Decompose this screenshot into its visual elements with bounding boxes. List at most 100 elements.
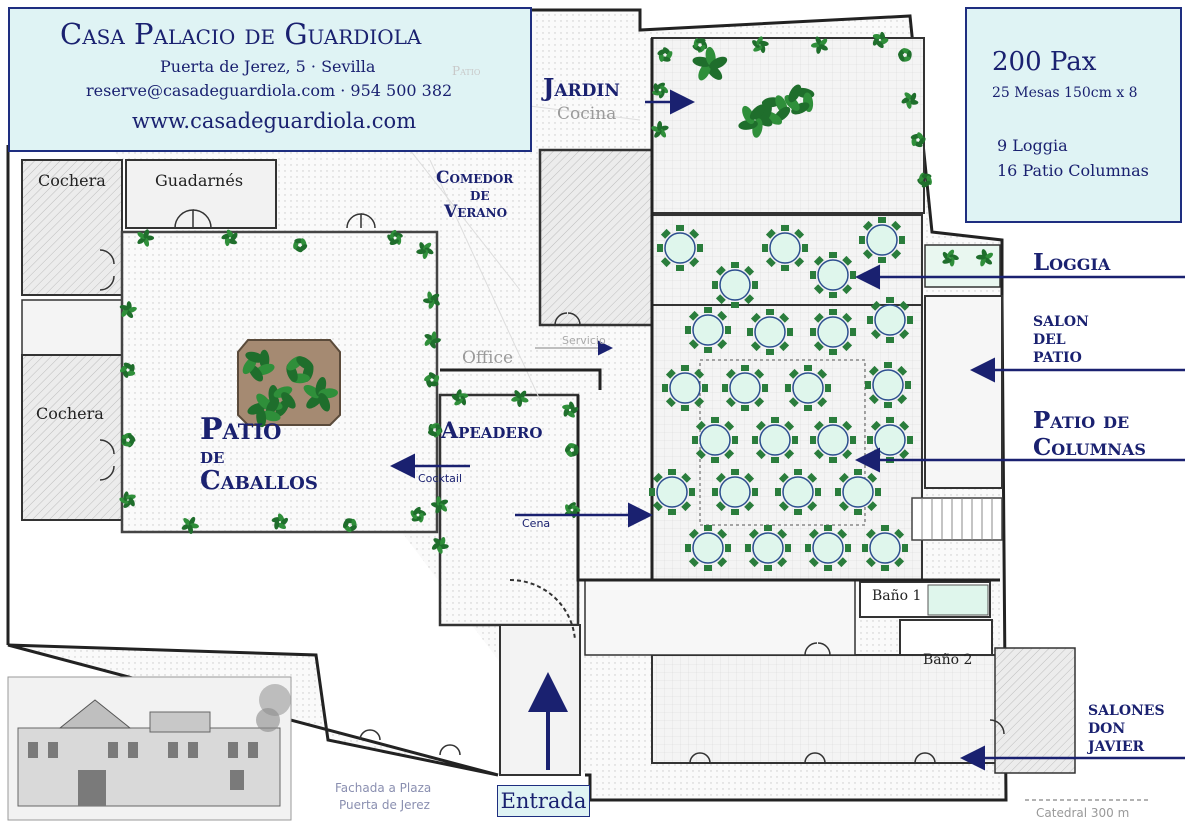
plant-icon xyxy=(121,432,136,448)
patio-caballos xyxy=(120,230,439,534)
round-table-icon xyxy=(722,365,768,411)
tables-spec: 25 Mesas 150cm x 8 xyxy=(992,85,1138,101)
doors xyxy=(99,209,1005,764)
plant-icon xyxy=(431,536,449,554)
capacity-box: 200 Pax 25 Mesas 150cm x 8 9 Loggia 16 P… xyxy=(965,7,1182,223)
plant-icon xyxy=(410,506,427,523)
plant-icon xyxy=(752,36,769,54)
label-salones-2: DON xyxy=(1088,721,1126,737)
label-guadarnes: Guadarnés xyxy=(155,171,244,190)
plant-icon xyxy=(917,172,932,188)
stairs xyxy=(911,497,1003,541)
plant-icon xyxy=(424,372,440,388)
plant-icon xyxy=(872,31,889,49)
apeadero-area xyxy=(438,393,580,627)
label-cocktail: Cocktail xyxy=(418,472,462,485)
plant-icon xyxy=(271,513,289,530)
label-cochera-top: Cochera xyxy=(38,171,106,190)
label-comedor: Comedor xyxy=(436,168,514,188)
label-patio-faded: Patio xyxy=(452,64,481,78)
round-table-icon xyxy=(810,252,856,298)
round-table-icon xyxy=(685,307,731,353)
plant-icon xyxy=(422,291,440,309)
salones-don-javier xyxy=(651,654,998,764)
plant-icon xyxy=(424,331,441,349)
label-salon-patio-3: PATIO xyxy=(1033,350,1082,366)
round-table-icon xyxy=(762,225,808,271)
salon-del-patio xyxy=(924,295,1003,489)
label-salones-1: SALONES xyxy=(1088,703,1165,719)
plant-icon xyxy=(901,92,919,109)
loggia-count: 9 Loggia xyxy=(997,136,1068,155)
plant-icon xyxy=(942,249,959,267)
plant-icon xyxy=(242,349,275,382)
entrada-label[interactable]: Entrada xyxy=(497,785,590,817)
fachada-line-1: Fachada a Plaza xyxy=(335,781,432,795)
plant-icon xyxy=(738,104,773,138)
plant-icon xyxy=(651,120,669,138)
round-table-icon xyxy=(810,417,856,463)
round-table-icon xyxy=(865,362,911,408)
label-comedor-verano: Verano xyxy=(444,202,508,222)
round-table-icon xyxy=(657,225,703,271)
label-office: Office xyxy=(462,348,514,368)
round-table-icon xyxy=(862,525,908,571)
patio-count: 16 Patio Columnas xyxy=(997,161,1149,180)
venue-info-box: Casa Palacio de Guardiola Puerta de Jere… xyxy=(8,7,532,152)
plant-icon xyxy=(387,229,403,246)
venue-contact[interactable]: reserve@casadeguardiola.com · 954 500 38… xyxy=(86,81,453,100)
round-table-icon xyxy=(775,469,821,515)
plant-icon xyxy=(431,496,449,514)
plant-icon xyxy=(247,393,281,428)
label-patio-columnas-2: Columnas xyxy=(1033,434,1146,461)
facade-sketch-icon xyxy=(7,676,292,821)
plant-icon xyxy=(652,82,669,99)
label-comedor-de: de xyxy=(470,185,490,205)
label-salon-patio-2: DEL xyxy=(1033,332,1066,348)
plant-icon xyxy=(564,443,579,457)
plant-icon xyxy=(119,491,136,508)
arrow-icon xyxy=(390,89,1185,771)
label-salones-3: JAVIER xyxy=(1088,739,1145,755)
label-loggia: Loggia xyxy=(1033,249,1111,276)
plant-icon xyxy=(137,229,155,247)
plant-icon xyxy=(975,249,994,267)
venue-address: Puerta de Jerez, 5 · Sevilla xyxy=(160,57,376,76)
plant-icon xyxy=(898,48,912,62)
label-patio-caballos-2: de xyxy=(200,443,225,469)
plant-icon xyxy=(293,238,308,253)
label-bano-1: Baño 1 xyxy=(872,588,922,604)
plant-icon xyxy=(221,229,238,247)
room-guadarnes xyxy=(125,159,277,229)
room-cochera-low xyxy=(21,354,123,521)
round-table-icon xyxy=(712,262,758,308)
label-jardin: Jardin xyxy=(543,73,620,102)
round-table-icon xyxy=(745,525,791,571)
round-table-icon xyxy=(810,309,856,355)
room-south-right xyxy=(994,647,1076,774)
plant-icon xyxy=(181,516,199,535)
jardin-area xyxy=(651,37,925,214)
plant-icon xyxy=(119,301,137,318)
plant-icon xyxy=(657,47,673,62)
corridor-south xyxy=(584,579,856,656)
label-patio-columnas-1: Patio de xyxy=(1033,407,1130,434)
fachada-line-2: Puerta de Jerez xyxy=(339,798,430,812)
venue-website[interactable]: www.casadeguardiola.com xyxy=(132,109,417,133)
room-cocina xyxy=(538,148,654,327)
plant-icon xyxy=(562,401,579,418)
plant-icon xyxy=(416,242,434,259)
plant-icon xyxy=(451,389,469,406)
plant-icon xyxy=(810,36,828,54)
label-cena: Cena xyxy=(522,517,551,530)
round-table-icon xyxy=(685,525,731,571)
label-cocina: Cocina xyxy=(557,104,617,124)
label-servicio: Servicio xyxy=(562,334,606,347)
round-table-icon xyxy=(649,469,695,515)
room-cochera-top xyxy=(21,159,123,296)
round-tables xyxy=(649,217,913,571)
entrada-corridor xyxy=(499,624,581,776)
label-apeadero: Apeadero xyxy=(441,418,543,444)
round-table-icon xyxy=(692,417,738,463)
